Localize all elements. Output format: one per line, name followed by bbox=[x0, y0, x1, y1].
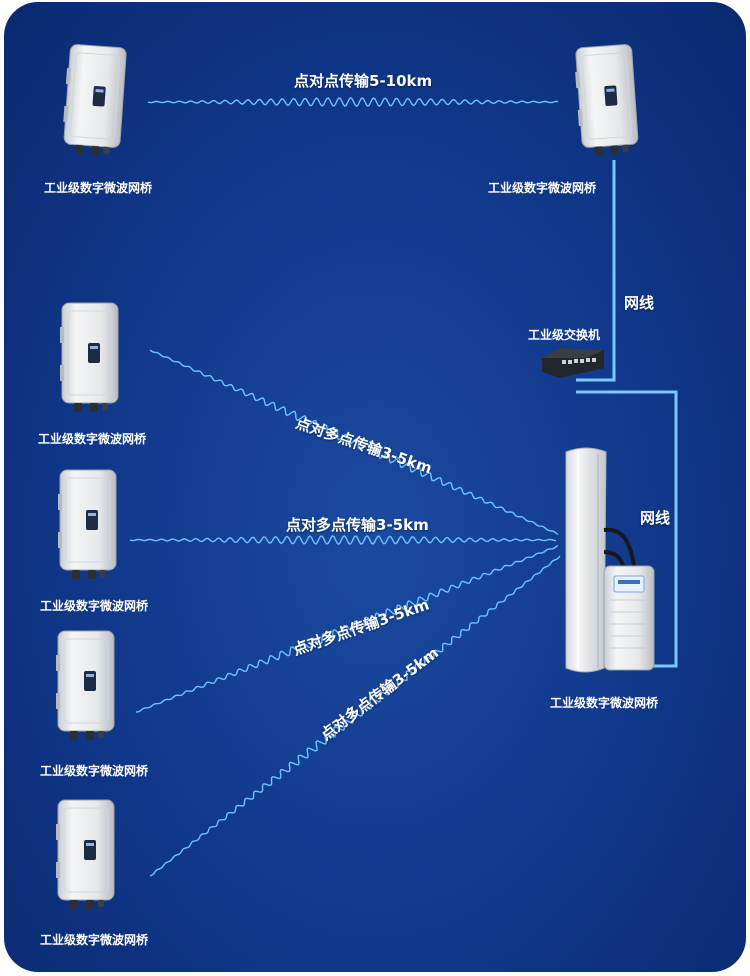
diagram-background bbox=[4, 2, 746, 972]
cable-label-lower: 网线 bbox=[640, 509, 671, 527]
base-bridge-device bbox=[603, 565, 655, 671]
sector-antenna-icon bbox=[565, 447, 636, 673]
device-label-left-4: 工业级数字微波网桥 bbox=[39, 933, 149, 947]
device-label-left-1: 工业级数字微波网桥 bbox=[37, 432, 147, 446]
wireless-links bbox=[129, 96, 561, 877]
network-switch-icon bbox=[542, 348, 604, 378]
switch-label: 工业级交换机 bbox=[527, 328, 601, 342]
cable-switch-to-base bbox=[576, 390, 678, 668]
ptp-link-label: 点对点传输5-10km bbox=[294, 72, 433, 90]
ptp-wireless-link bbox=[147, 96, 559, 108]
device-label-top-right: 工业级数字微波网桥 bbox=[487, 181, 597, 195]
ptmp-wireless-link-1 bbox=[149, 349, 559, 536]
device-label-left-2: 工业级数字微波网桥 bbox=[39, 599, 149, 613]
bridge-device-top-left bbox=[60, 43, 128, 158]
ptmp-link-label-2: 点对多点传输3-5km bbox=[286, 516, 429, 534]
bridge-device-top-right bbox=[572, 43, 640, 158]
bridge-device-left-4 bbox=[55, 799, 115, 910]
bridge-device-left-1 bbox=[59, 302, 119, 413]
bridge-device-left-2 bbox=[57, 469, 117, 580]
ptmp-wireless-link-3 bbox=[135, 544, 559, 713]
cable-bridge-to-switch bbox=[576, 160, 616, 382]
ptmp-wireless-link-4 bbox=[149, 555, 561, 877]
device-label-base: 工业级数字微波网桥 bbox=[549, 696, 659, 710]
device-label-top-left: 工业级数字微波网桥 bbox=[43, 181, 153, 195]
cable-label-upper: 网线 bbox=[624, 294, 655, 312]
ptmp-wireless-link-2 bbox=[129, 534, 557, 546]
bridge-device-left-3 bbox=[55, 630, 115, 741]
device-label-left-3: 工业级数字微波网桥 bbox=[39, 764, 149, 778]
